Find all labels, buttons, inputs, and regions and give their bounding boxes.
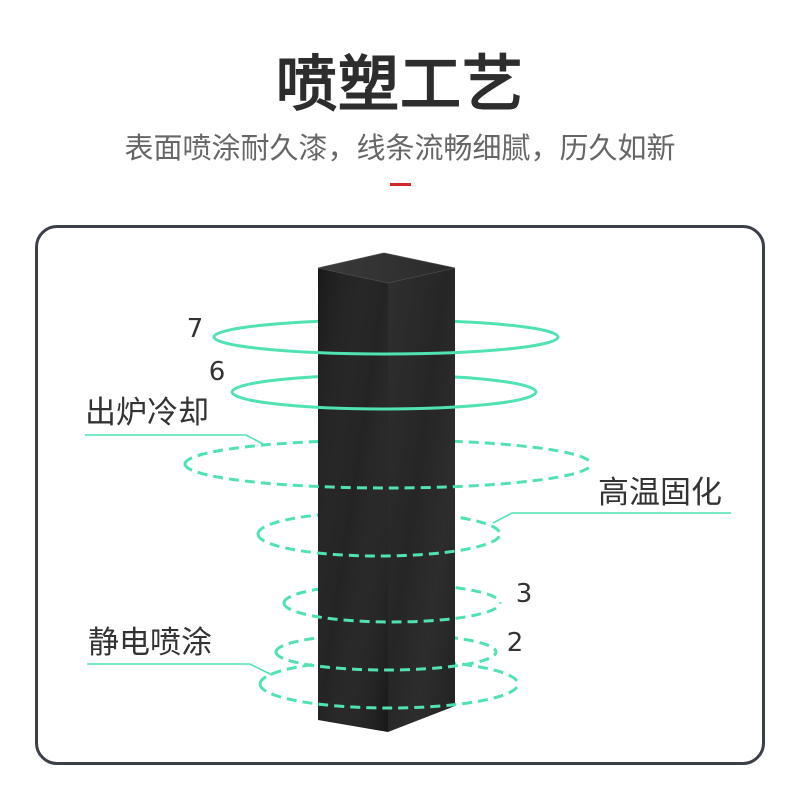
page-subtitle: 表面喷涂耐久漆，线条流畅细腻，历久如新 <box>124 131 676 165</box>
diagram-frame <box>35 225 765 765</box>
page-title: 喷塑工艺 <box>275 49 524 120</box>
ring-cooling-front <box>183 463 593 490</box>
layer-number-3: 3 <box>516 579 533 609</box>
ring-2-front <box>274 651 498 672</box>
ring-cooling-back <box>183 438 593 465</box>
leader-line-curing <box>492 512 731 524</box>
coated-post <box>317 252 456 732</box>
rings-front <box>183 336 593 710</box>
post-left-face-shade <box>318 268 388 732</box>
ring-curing-front <box>256 533 502 558</box>
layer-number-2: 2 <box>507 628 524 658</box>
leader-line-electrostatic <box>87 663 273 676</box>
label-curing: 高温固化 <box>598 475 722 511</box>
label-electrostatic-spray: 静电喷涂 <box>88 625 212 661</box>
layer-number-7: 7 <box>187 314 204 344</box>
ring-curing-back <box>256 510 502 535</box>
layer-number-6: 6 <box>209 357 226 387</box>
ring-electrostatic-front <box>258 683 520 710</box>
post-top-face <box>317 252 456 284</box>
title-accent-dash <box>390 183 411 186</box>
label-cooling: 出炉冷却 <box>85 395 209 431</box>
ring-7-front <box>212 336 560 356</box>
ring-6-front <box>230 391 538 411</box>
ring-3-front <box>282 602 502 624</box>
leader-line-cooling <box>85 434 266 446</box>
post-right-face <box>388 268 455 732</box>
